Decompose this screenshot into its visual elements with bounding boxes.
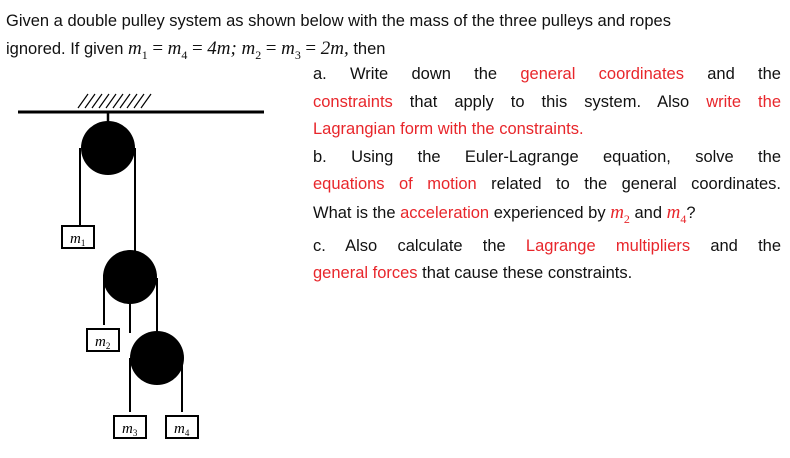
question-c-line-2: general forces that cause these constrai…	[313, 264, 633, 283]
mass-m4: m4	[165, 415, 199, 439]
question-b-line-1: b. Using the Euler-Lagrange equation, so…	[313, 147, 781, 166]
mass-equation: m1 = m4 = 4m; m2 = m3 = 2m,	[128, 38, 349, 62]
svg-text:m2: m2	[95, 334, 110, 351]
question-c-line-1: c. Also calculate the Lagrange multiplie…	[313, 236, 781, 255]
pulley-1	[81, 121, 135, 175]
intro-suffix: then	[353, 40, 386, 58]
pulley-3	[130, 331, 184, 385]
intro-line-1: Given a double pulley system as shown be…	[6, 12, 671, 30]
pulley-2	[103, 250, 157, 304]
mass-m2: m2	[86, 328, 120, 352]
ceiling-hatch	[77, 93, 152, 109]
svg-text:m3: m3	[122, 421, 138, 438]
questions-block: a. Write down the general coordinates an…	[313, 61, 781, 288]
problem-intro: Given a double pulley system as shown be…	[6, 8, 786, 69]
question-a-line-3: Lagrangian form with the constraints.	[313, 120, 584, 138]
mass-m3: m3	[113, 415, 147, 439]
svg-text:m4: m4	[174, 421, 190, 438]
mass-m1: m1	[61, 225, 95, 249]
pulley-diagram: m1 m2 m3 m4	[18, 93, 264, 439]
intro-line-2: ignored. If given m1 = m4 = 4m; m2 = m3 …	[6, 35, 786, 69]
question-a-line-1: a. Write down the general coordinates an…	[313, 65, 781, 83]
question-b-line-3: What is the acceleration experienced by …	[313, 201, 696, 226]
question-b-line-2: equations of motion related to the gener…	[313, 175, 781, 193]
svg-text:m1: m1	[70, 231, 85, 248]
intro-prefix: ignored. If given	[6, 40, 124, 58]
question-a-line-2: constraints that apply to this system. A…	[313, 92, 781, 111]
